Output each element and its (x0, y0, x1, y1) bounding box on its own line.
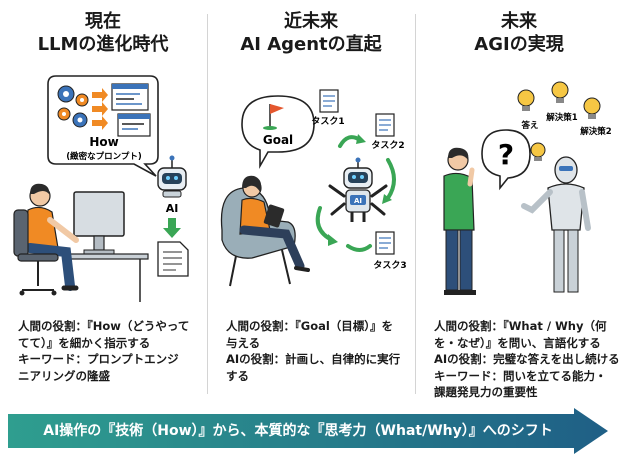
illustration-present: How (緻密なプロンプト) AI (13, 75, 189, 302)
task-document-icon (319, 89, 339, 113)
document-icon (157, 241, 189, 277)
computer-monitor-icon (73, 191, 125, 255)
title-line1: 現在 (85, 11, 121, 32)
description: 人間の役割：『How（どうやって てて）』を細かく指示する キーワード：プロンプ… (18, 318, 206, 384)
code-window-icon (111, 83, 151, 137)
column-future: 未来 AGIの実現 ? 答え 解決策1 解決策2 (416, 0, 622, 410)
humanoid-robot-icon (521, 156, 591, 293)
down-arrow-icon (163, 218, 181, 238)
description: 人間の役割：『What / Why（何 を・なぜ）』を問い、言語化する AIの役… (434, 318, 622, 401)
robot-label: AI (166, 202, 179, 215)
title-line2: AI Agentの直起 (240, 34, 382, 55)
shift-banner-arrow (8, 408, 608, 454)
description: 人間の役割：『Goal（目標）』を 与える AIの役割：計画し、自律的に実行 す… (226, 318, 414, 384)
office-chair (13, 209, 59, 296)
column-title: 未来 AGIの実現 (416, 10, 622, 56)
title-line1: 近未来 (284, 11, 338, 32)
desc-keyword: キーワード：問いを立てる能力・ 課題発見力の重要性 (434, 368, 607, 400)
solution2-label: 解決策2 (580, 126, 612, 137)
task-document-icon (375, 113, 395, 137)
lightbulb-icon (517, 81, 601, 161)
desc-keyword: キーワード：プロンプトエンジ ニアリングの隆盛 (18, 352, 179, 383)
task1-label: タスク1 (311, 115, 344, 127)
title-line2: LLMの進化時代 (37, 34, 169, 55)
desk (65, 253, 149, 260)
question-mark-icon: ? (498, 138, 514, 171)
desc-role: 人間の役割：『Goal（目標）』を 与える (226, 319, 394, 350)
thinking-person (443, 147, 476, 295)
speech-bubble (241, 95, 315, 170)
column-divider (207, 14, 208, 394)
bubble-title: Goal (263, 133, 293, 147)
speech-bubble (481, 129, 531, 191)
shift-banner-text: AI操作の『技術（How）』から、本質的な『思考力（What/Why）』へのシフ… (43, 423, 553, 439)
bubble-title: How (89, 135, 118, 149)
task-document-icon (375, 231, 395, 255)
illustration-near-future: Goal タスク1 タスク2 タスク3 (220, 89, 407, 287)
column-divider (415, 14, 416, 394)
bubble-subtitle: (緻密なプロンプト) (66, 151, 142, 162)
desc-ai: AIの役割：計画し、自律的に実行 する (226, 352, 401, 383)
desc-ai: AIの役割：完璧な答えを出し続ける (434, 352, 620, 366)
title-line2: AGIの実現 (474, 34, 564, 55)
answer-label: 答え (520, 120, 538, 131)
arrow-icon (92, 88, 108, 130)
title-line1: 未来 (501, 11, 537, 32)
column-title: 現在 LLMの進化時代 (0, 10, 206, 56)
robot-icon (328, 157, 388, 222)
task2-label: タスク2 (371, 139, 404, 151)
solution1-label: 解決策1 (546, 112, 578, 123)
column-near-future: 近未来 AI Agentの直起 Goal タスク1 タスク2 (208, 0, 414, 410)
gear-icon (57, 85, 89, 128)
desc-role: 人間の役割：『What / Why（何 を・なぜ）』を問い、言語化する (434, 319, 607, 350)
illustration-future: ? 答え 解決策1 解決策2 (443, 81, 612, 295)
robot-label: AI (354, 197, 362, 205)
desc-role: 人間の役割：『How（どうやって てて）』を細かく指示する (18, 319, 190, 350)
task3-label: タスク3 (373, 259, 406, 271)
robot-icon (157, 155, 187, 198)
column-present: 現在 LLMの進化時代 (0, 0, 206, 410)
person-at-computer (25, 183, 79, 291)
flag-icon (263, 104, 284, 130)
column-title: 近未来 AI Agentの直起 (208, 10, 414, 56)
person-with-tablet (239, 175, 310, 272)
